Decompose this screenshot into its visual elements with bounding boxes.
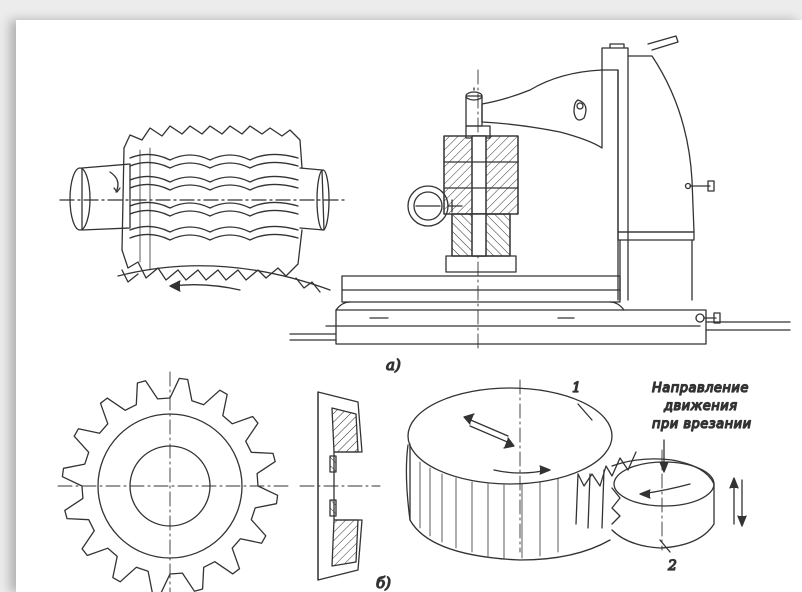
direction-note-line-2: движения [663,399,738,414]
direction-note-line-3: при врезании [652,417,752,432]
hob-cutter [59,125,346,293]
panel-a-label: а) [386,356,401,374]
shaper-cutter-front-view [57,371,291,592]
drawing-sheet [16,20,802,592]
shaping-process-scheme [405,379,747,561]
shaper-cutter-side-section [299,391,381,581]
panel-b-label: б) [376,574,391,592]
direction-note-line-1: Направление [652,381,749,396]
part-2-label: 2 [667,558,677,574]
part-1-label: 1 [572,380,581,396]
gear-shaping-machine [289,35,791,353]
